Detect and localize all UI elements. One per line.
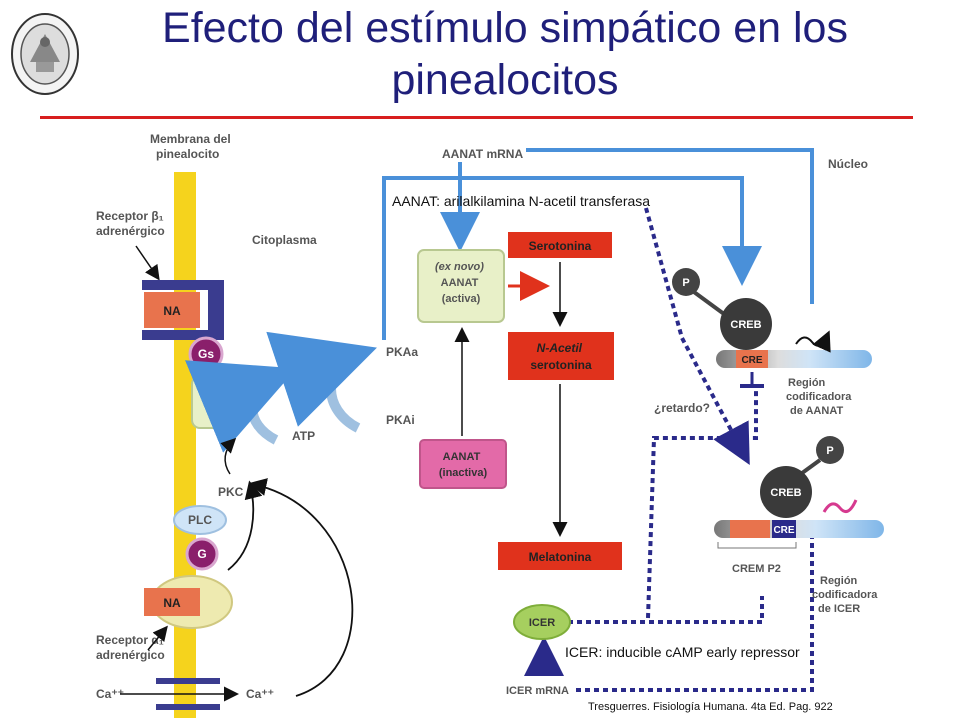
aanat-definition-note: AANAT: arilalkilamina N-acetil transfera…: [392, 193, 651, 209]
receptor-b1-label-1: Receptor β₁: [96, 209, 164, 223]
icer-protein: [513, 604, 571, 640]
pkai-label: PKAi: [386, 413, 415, 427]
region-aanat-line-3: de AANAT: [790, 405, 843, 417]
cell-membrane: [174, 172, 196, 718]
aanat-active-line-1: (ex novo): [435, 261, 484, 273]
p-top-label: P: [682, 277, 689, 289]
plc-enzyme: [173, 505, 227, 535]
creb-bottom: [760, 466, 812, 518]
svg-text:Membrana del pinealocito: Membrana del pinealocito: [150, 132, 234, 161]
aanat-inactive-line-2: (inactiva): [439, 467, 488, 479]
creb-bottom-label: CREB: [770, 487, 801, 499]
phosphate-top: [672, 268, 700, 296]
serotonin-label: Serotonina: [529, 239, 592, 253]
svg-text:Receptor α₁ adrenérgico: Receptor α₁ adrenérgico: [96, 633, 167, 662]
camp-label: cAMP: [292, 361, 325, 375]
p-bottom-label: P: [826, 445, 833, 457]
calcium-channel-top: [156, 678, 220, 684]
university-seal-logo: [10, 12, 80, 101]
n-acetyl-serotonin-box: [508, 332, 614, 380]
melatonin-box: [498, 542, 622, 570]
ca-in-label: Ca⁺⁺: [246, 687, 274, 701]
cre-bottom-label: CRE: [773, 525, 794, 536]
n-acetyl-line-2: serotonina: [530, 358, 592, 372]
n-acetyl-line-1: N-Acetil: [537, 341, 583, 355]
aanat-mrna-label: AANAT mRNA: [442, 147, 523, 161]
slide-title: Efecto del estímulo simpático en los pin…: [95, 2, 915, 106]
receptor-a1-label-2: adrenérgico: [96, 648, 165, 662]
pka-activation-arrow: [266, 331, 377, 433]
aanat-active-line-3: (activa): [442, 293, 481, 305]
atp-label: ATP: [292, 429, 315, 443]
melatonin-label: Melatonina: [529, 550, 592, 564]
na-box-top: [144, 292, 200, 328]
beta1-receptor: [142, 280, 224, 340]
ca-out-label: Ca⁺⁺: [96, 687, 124, 701]
g-protein: [185, 537, 219, 571]
membrane-label-1: Membrana del: [150, 132, 231, 146]
na-box-bottom: [144, 588, 200, 616]
aanat-inactive-box: [419, 439, 507, 489]
membrane-label-2: pinealocito: [156, 147, 219, 161]
cre-box-top: [736, 350, 768, 368]
receptor-b1-label-2: adrenérgico: [96, 224, 165, 238]
serotonin-box: [508, 232, 612, 258]
region-aanat-line-1: Región: [788, 377, 826, 389]
region-icer-line-2: codificadora: [812, 589, 878, 601]
svg-text:Región codificadora de: Región codificadora de ICER: [812, 575, 880, 615]
pinealocyte-signaling-diagram: Membrana del pinealocito Receptor β₁ adr…: [96, 128, 884, 718]
svg-text:Región codificadora de: Región codificadora de AANAT: [786, 377, 854, 417]
na-top-label: NA: [163, 304, 181, 318]
plc-label: PLC: [188, 513, 212, 527]
retardo-label: ¿retardo?: [654, 401, 710, 415]
aanat-active-line-2: AANAT: [441, 277, 479, 289]
receptor-a1-label-1: Receptor α₁: [96, 633, 164, 647]
icer-mrna-label: ICER mRNA: [506, 685, 569, 697]
cytoplasm-label: Citoplasma: [252, 233, 317, 247]
phosphate-bottom: [816, 436, 844, 464]
cre-top-label: CRE: [741, 355, 762, 366]
region-icer-line-1: Región: [820, 575, 858, 587]
title-line-2: pinealocitos: [391, 56, 619, 104]
pkaa-label: PKAa: [386, 345, 418, 359]
title-rule: [40, 116, 913, 119]
title-line-1: Efecto del estímulo simpático en los: [162, 4, 848, 52]
svg-text:N-Acetil serotonina: N-Acetil serotonina: [530, 341, 592, 372]
svg-text:Receptor β₁ adrenérgico: Receptor β₁ adrenérgico: [96, 209, 167, 238]
calcium-channel-bottom: [156, 704, 220, 710]
cre-box-bottom: [772, 520, 796, 538]
icer-definition-note: ICER: inducible cAMP early repressor: [563, 644, 802, 660]
crem-p2-label: CREM P2: [732, 563, 781, 575]
ac-label: AC: [205, 396, 223, 410]
na-bottom-label: NA: [163, 596, 181, 610]
g-label: G: [197, 547, 206, 561]
creb-top-label: CREB: [730, 319, 761, 331]
svg-text:AANAT (inactiva): AANAT (inactiva): [439, 451, 488, 479]
crem-p2-segment: [730, 520, 770, 538]
region-aanat-line-2: codificadora: [786, 391, 852, 403]
nucleus-label: Núcleo: [828, 157, 868, 171]
icer-label: ICER: [529, 617, 555, 629]
region-icer-line-3: de ICER: [818, 603, 860, 615]
svg-text:(ex novo) AANAT (activ: (ex novo) AANAT (activa): [435, 261, 487, 305]
creb-top: [720, 298, 772, 350]
gs-label: Gs: [198, 347, 214, 361]
pkc-label: PKC: [218, 485, 244, 499]
aanat-inactive-line-1: AANAT: [443, 451, 481, 463]
aanat-active-box: [417, 249, 505, 323]
citation: Tresguerres. Fisiología Humana. 4ta Ed. …: [588, 701, 833, 713]
